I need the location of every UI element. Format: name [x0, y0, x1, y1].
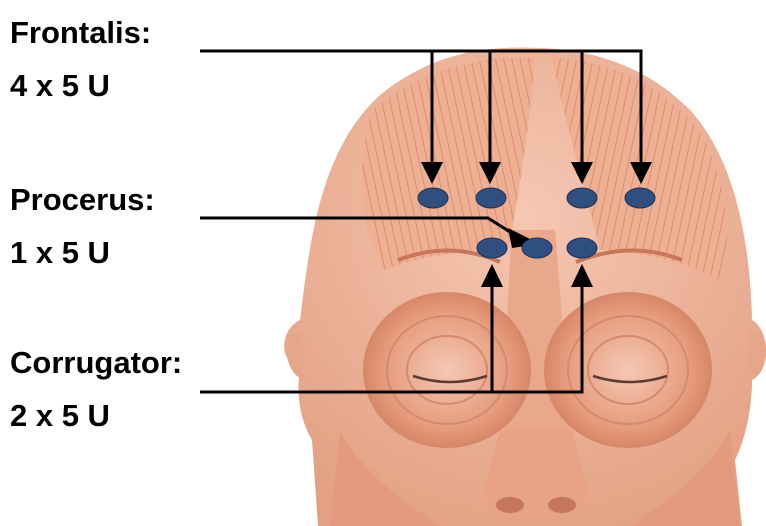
injection-point	[567, 238, 597, 258]
nose	[486, 430, 587, 518]
injection-point	[418, 188, 448, 208]
procerus-label: Procerus:	[10, 184, 155, 215]
injection-point	[476, 188, 506, 208]
procerus-dose: 1 x 5 U	[10, 237, 110, 268]
corrugator-dose: 2 x 5 U	[10, 400, 110, 431]
frontalis-dose: 4 x 5 U	[10, 70, 110, 101]
procerus-injection-points	[522, 238, 552, 258]
injection-point	[477, 238, 507, 258]
injection-point	[625, 188, 655, 208]
injection-point	[522, 238, 552, 258]
corrugator-label: Corrugator:	[10, 347, 182, 378]
frontalis-label: Frontalis:	[10, 17, 151, 48]
injection-point	[567, 188, 597, 208]
